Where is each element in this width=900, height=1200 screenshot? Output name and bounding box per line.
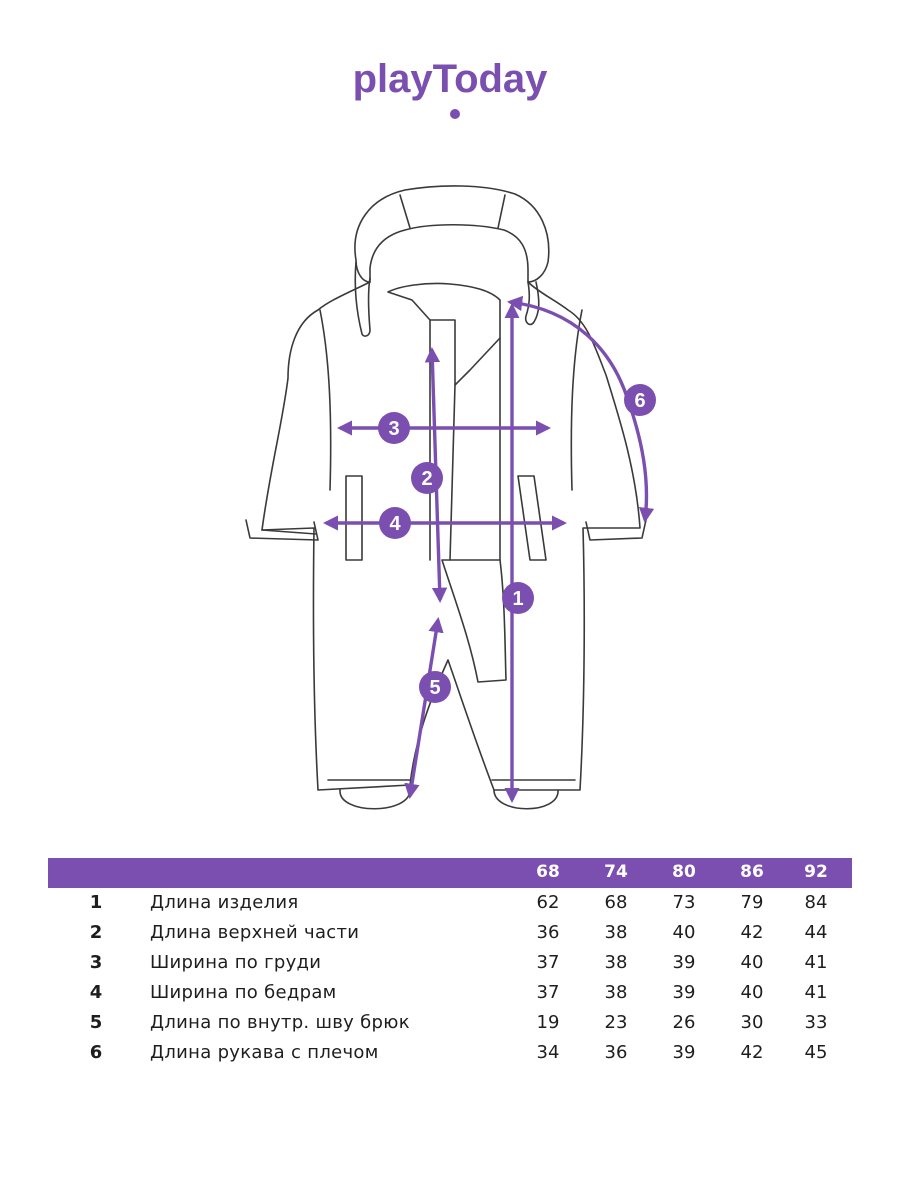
row-value: 41 — [804, 982, 828, 1003]
badge-5 — [419, 671, 451, 703]
row-value: 36 — [604, 1042, 628, 1063]
row-number: 2 — [89, 922, 103, 943]
row-value: 40 — [740, 952, 764, 973]
row-value: 36 — [536, 922, 560, 943]
table-row: 6 Длина рукава с плечом 34 36 39 42 45 — [48, 1038, 852, 1068]
size-header: 92 — [804, 862, 828, 882]
row-value: 41 — [804, 952, 828, 973]
row-value: 45 — [804, 1042, 828, 1063]
row-value: 38 — [604, 922, 628, 943]
badge-label-4: 4 — [389, 513, 401, 535]
badge-3 — [378, 412, 410, 444]
row-name: Ширина по груди — [150, 952, 322, 973]
table-row: 1 Длина изделия 62 68 73 79 84 — [48, 888, 852, 918]
row-number: 4 — [89, 982, 103, 1003]
row-value: 40 — [740, 982, 764, 1003]
row-value: 37 — [536, 982, 560, 1003]
jumpsuit-drawing: 3 4 2 1 5 6 — [245, 185, 656, 810]
size-header: 80 — [672, 862, 696, 882]
logo-mark: playToday — [353, 57, 549, 119]
row-value: 42 — [740, 1042, 764, 1063]
row-number: 5 — [89, 1012, 103, 1033]
row-name: Длина по внутр. шву брюк — [150, 1012, 410, 1033]
row-number: 3 — [89, 952, 103, 973]
garment-diagram: 3 4 2 1 5 6 — [0, 170, 900, 830]
badge-label-5: 5 — [429, 677, 440, 699]
badge-label-2: 2 — [421, 468, 432, 490]
table-row: 5 Длина по внутр. шву брюк 19 23 26 30 3… — [48, 1008, 852, 1038]
row-value: 23 — [604, 1012, 628, 1033]
measurement-arrows — [322, 295, 655, 804]
table-row: 4 Ширина по бедрам 37 38 39 40 41 — [48, 978, 852, 1008]
row-value: 84 — [804, 892, 828, 913]
badge-label-1: 1 — [512, 588, 523, 610]
row-name: Ширина по бедрам — [150, 982, 337, 1003]
row-value: 30 — [740, 1012, 764, 1033]
badge-1 — [502, 582, 534, 614]
table-row: 2 Длина верхней части 36 38 40 42 44 — [48, 918, 852, 948]
table-header: 68 74 80 86 92 — [48, 858, 852, 888]
row-value: 79 — [740, 892, 764, 913]
badge-label-6: 6 — [634, 390, 645, 412]
brand-logo: playToday — [0, 52, 900, 122]
badge-4 — [379, 507, 411, 539]
row-value: 42 — [740, 922, 764, 943]
row-number: 1 — [89, 892, 103, 913]
arrow-5 — [404, 616, 444, 800]
row-value: 73 — [672, 892, 696, 913]
row-value: 19 — [536, 1012, 560, 1033]
row-value: 68 — [604, 892, 628, 913]
row-name: Длина рукава с плечом — [150, 1042, 379, 1063]
size-table: 68 74 80 86 92 1 Длина изделия 62 68 73 … — [48, 858, 852, 1068]
row-value: 40 — [672, 922, 696, 943]
size-header: 68 — [536, 862, 560, 882]
row-value: 37 — [536, 952, 560, 973]
row-value: 39 — [672, 982, 696, 1003]
badge-2 — [411, 462, 443, 494]
size-header: 74 — [604, 862, 628, 882]
row-value: 62 — [536, 892, 560, 913]
jumpsuit-outline — [245, 185, 647, 810]
badge-label-3: 3 — [388, 418, 399, 440]
logo-text: playToday — [353, 57, 549, 101]
row-value: 34 — [536, 1042, 560, 1063]
table-row: 3 Ширина по груди 37 38 39 40 41 — [48, 948, 852, 978]
row-name: Длина изделия — [150, 892, 299, 913]
row-name: Длина верхней части — [150, 922, 360, 943]
row-number: 6 — [89, 1042, 103, 1063]
row-value: 38 — [604, 952, 628, 973]
row-value: 33 — [804, 1012, 828, 1033]
row-value: 38 — [604, 982, 628, 1003]
row-value: 44 — [804, 922, 828, 943]
row-value: 26 — [672, 1012, 696, 1033]
size-header: 86 — [740, 862, 764, 882]
measurement-badges — [378, 384, 656, 703]
row-value: 39 — [672, 1042, 696, 1063]
row-value: 39 — [672, 952, 696, 973]
badge-6 — [624, 384, 656, 416]
logo-dot — [450, 109, 460, 119]
